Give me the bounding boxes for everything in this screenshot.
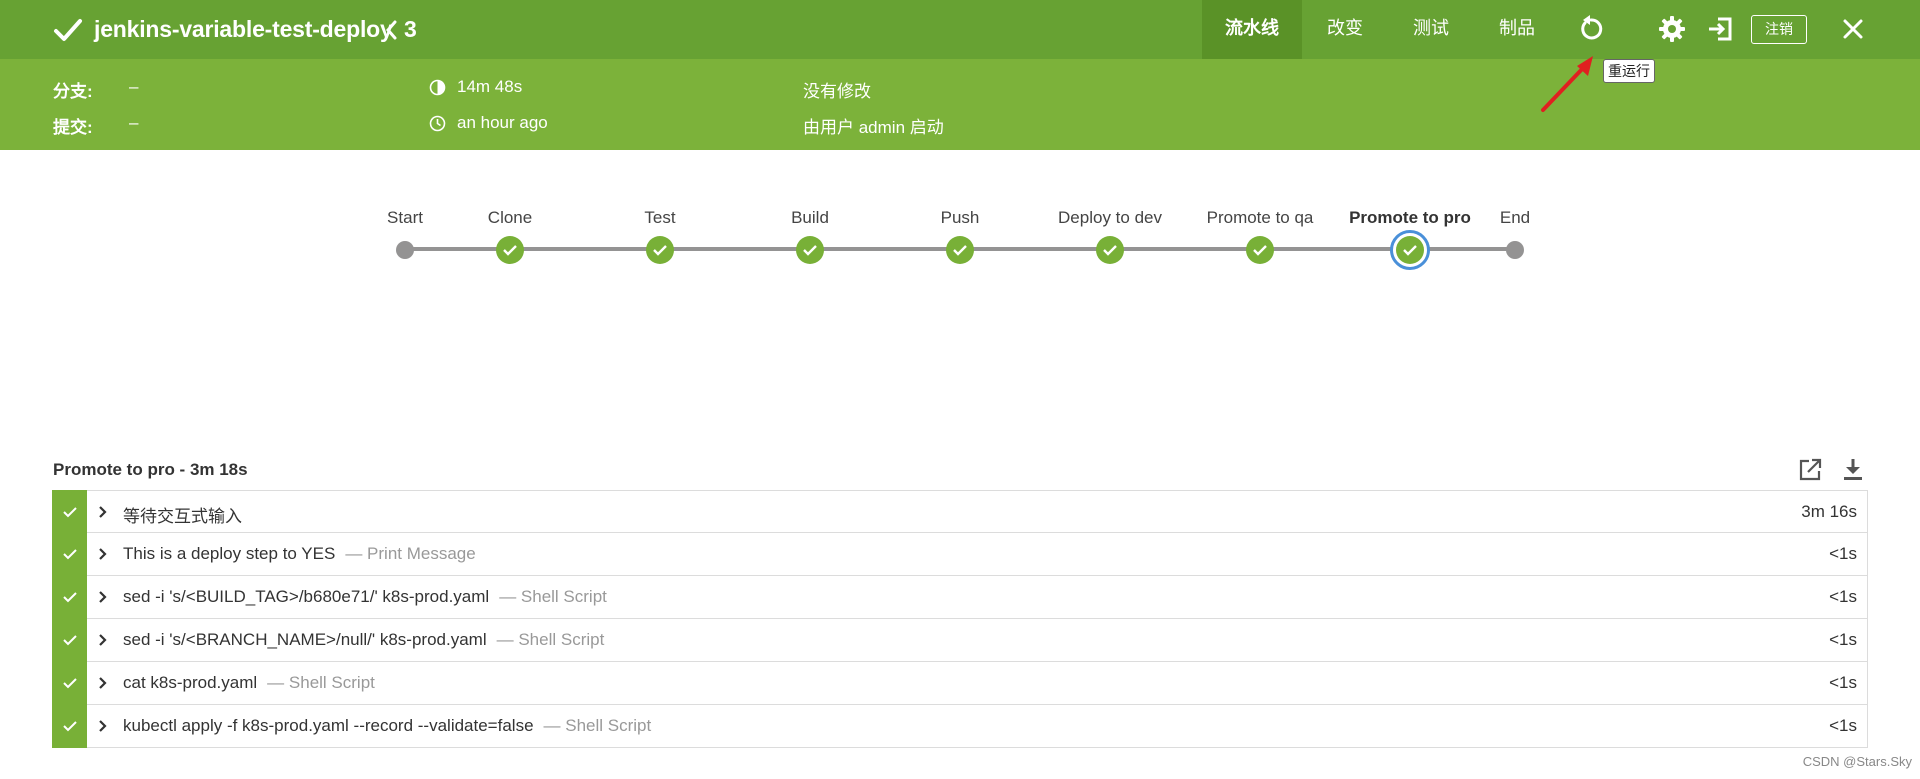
run-summary: 分支: – 提交: – 14m 48s an hour ago 没有修改 由用户… (0, 59, 1920, 150)
rerun-tooltip: 重运行 (1603, 59, 1655, 83)
duration-value: 14m 48s (457, 77, 523, 96)
stage-label-test: Test (644, 208, 676, 227)
step-text: sed -i 's/<BUILD_TAG>/b680e71/' k8s-prod… (123, 587, 490, 606)
check-icon (503, 245, 517, 256)
chevron-right-icon[interactable] (98, 505, 108, 519)
stage-label-clone: Clone (487, 208, 533, 227)
step-type: — Shell Script (543, 716, 652, 735)
step-status (52, 704, 87, 748)
chevron-right-icon[interactable] (98, 676, 108, 690)
step-text: 等待交互式输入 (123, 507, 242, 526)
stage-label-push: Push (940, 208, 980, 227)
commit-value: – (129, 113, 139, 132)
step-row[interactable]: sed -i 's/<BRANCH_NAME>/null/' k8s-prod.… (52, 618, 1868, 662)
stage-node-end (1506, 241, 1524, 259)
stage-label-promote-to-pro: Promote to pro (1349, 208, 1471, 227)
step-row[interactable]: kubectl apply -f k8s-prod.yaml --record … (52, 704, 1868, 748)
check-icon (63, 592, 77, 603)
chevron-right-icon[interactable] (98, 719, 108, 733)
job-name-link[interactable]: jenkins-variable-test-deploy (94, 16, 393, 42)
run-number: 3 (404, 16, 417, 42)
watermark: CSDN @Stars.Sky (1802, 754, 1912, 769)
duration-icon (429, 79, 446, 96)
stage-node-build[interactable] (796, 236, 824, 264)
pipeline-graph: Start Clone Test Build Push Deploy to de… (0, 150, 1920, 350)
step-status (52, 618, 87, 662)
started-value: an hour ago (457, 113, 548, 132)
stage-node-deploy-to-dev[interactable] (1096, 236, 1124, 264)
step-duration: <1s (1829, 544, 1857, 563)
open-in-new-icon[interactable] (1796, 456, 1824, 484)
step-type: — Shell Script (499, 587, 607, 606)
step-text: This is a deploy step to YES (123, 544, 336, 563)
branch-label: 分支: (53, 82, 93, 101)
stage-label-deploy-to-dev: Deploy to dev (1058, 208, 1162, 227)
check-icon (63, 549, 77, 560)
branch-value: – (129, 77, 139, 96)
check-icon (653, 245, 667, 256)
tab-pipeline[interactable]: 流水线 (1202, 0, 1302, 59)
step-row[interactable]: cat k8s-prod.yaml — Shell Script <1s (52, 661, 1868, 705)
clock-icon (429, 115, 446, 132)
cause-value: 由用户 admin 启动 (803, 118, 944, 137)
step-type: — Shell Script (496, 630, 605, 649)
step-text: cat k8s-prod.yaml (123, 673, 258, 692)
log-title: Promote to pro - 3m 18s (53, 460, 248, 479)
stage-node-test[interactable] (646, 236, 674, 264)
tab-tests[interactable]: 测试 (1413, 18, 1449, 38)
exit-icon[interactable] (1706, 14, 1736, 44)
step-row[interactable]: sed -i 's/<BUILD_TAG>/b680e71/' k8s-prod… (52, 575, 1868, 619)
stage-label-start: Start (387, 208, 423, 227)
step-duration: <1s (1829, 630, 1857, 649)
step-type: — Print Message (345, 544, 476, 563)
step-status (52, 532, 87, 576)
stage-node-push[interactable] (946, 236, 974, 264)
tab-artifacts[interactable]: 制品 (1499, 18, 1535, 38)
logout-button[interactable]: 注销 (1751, 15, 1807, 44)
chevron-right-icon[interactable] (98, 590, 108, 604)
step-row[interactable]: 等待交互式输入 3m 16s (52, 490, 1868, 534)
step-status (52, 575, 87, 619)
stage-label-build: Build (791, 208, 829, 227)
chevron-right-icon[interactable] (98, 633, 108, 647)
check-icon (803, 245, 817, 256)
step-text: sed -i 's/<BRANCH_NAME>/null/' k8s-prod.… (123, 630, 487, 649)
rerun-icon[interactable] (1576, 14, 1606, 44)
stage-node-promote-to-pro[interactable] (1396, 236, 1424, 264)
changes-value: 没有修改 (803, 82, 871, 101)
step-duration: <1s (1829, 716, 1857, 735)
chevron-right-icon[interactable] (98, 547, 108, 561)
check-icon (63, 635, 77, 646)
commit-label: 提交: (53, 118, 93, 137)
step-status (52, 661, 87, 705)
step-type: — Shell Script (267, 673, 375, 692)
tab-changes[interactable]: 改变 (1327, 18, 1363, 38)
gear-icon[interactable] (1657, 14, 1687, 44)
check-icon (1103, 245, 1117, 256)
stage-label-promote-to-qa: Promote to qa (1206, 208, 1314, 227)
step-status (52, 490, 87, 534)
check-icon (63, 678, 77, 689)
success-check-icon (54, 19, 82, 41)
download-icon[interactable] (1839, 456, 1867, 484)
check-icon (63, 507, 77, 518)
step-text: kubectl apply -f k8s-prod.yaml --record … (123, 716, 534, 735)
close-icon[interactable] (1838, 14, 1868, 44)
stage-label-end: End (1499, 208, 1531, 227)
chevron-left-icon[interactable] (384, 19, 398, 41)
step-list: 等待交互式输入 3m 16s This is a deploy step to … (52, 490, 1868, 748)
step-row[interactable]: This is a deploy step to YES — Print Mess… (52, 532, 1868, 576)
check-icon (1253, 245, 1267, 256)
annotation-arrow (1541, 56, 1593, 112)
check-icon (63, 721, 77, 732)
check-icon (1403, 245, 1417, 256)
stage-node-start (396, 241, 414, 259)
top-header: jenkins-variable-test-deploy 3 流水线 改变 测试… (0, 0, 1920, 59)
stage-node-clone[interactable] (496, 236, 524, 264)
stage-node-promote-to-qa[interactable] (1246, 236, 1274, 264)
check-icon (953, 245, 967, 256)
step-duration: <1s (1829, 673, 1857, 692)
step-duration: 3m 16s (1801, 502, 1857, 521)
step-duration: <1s (1829, 587, 1857, 606)
